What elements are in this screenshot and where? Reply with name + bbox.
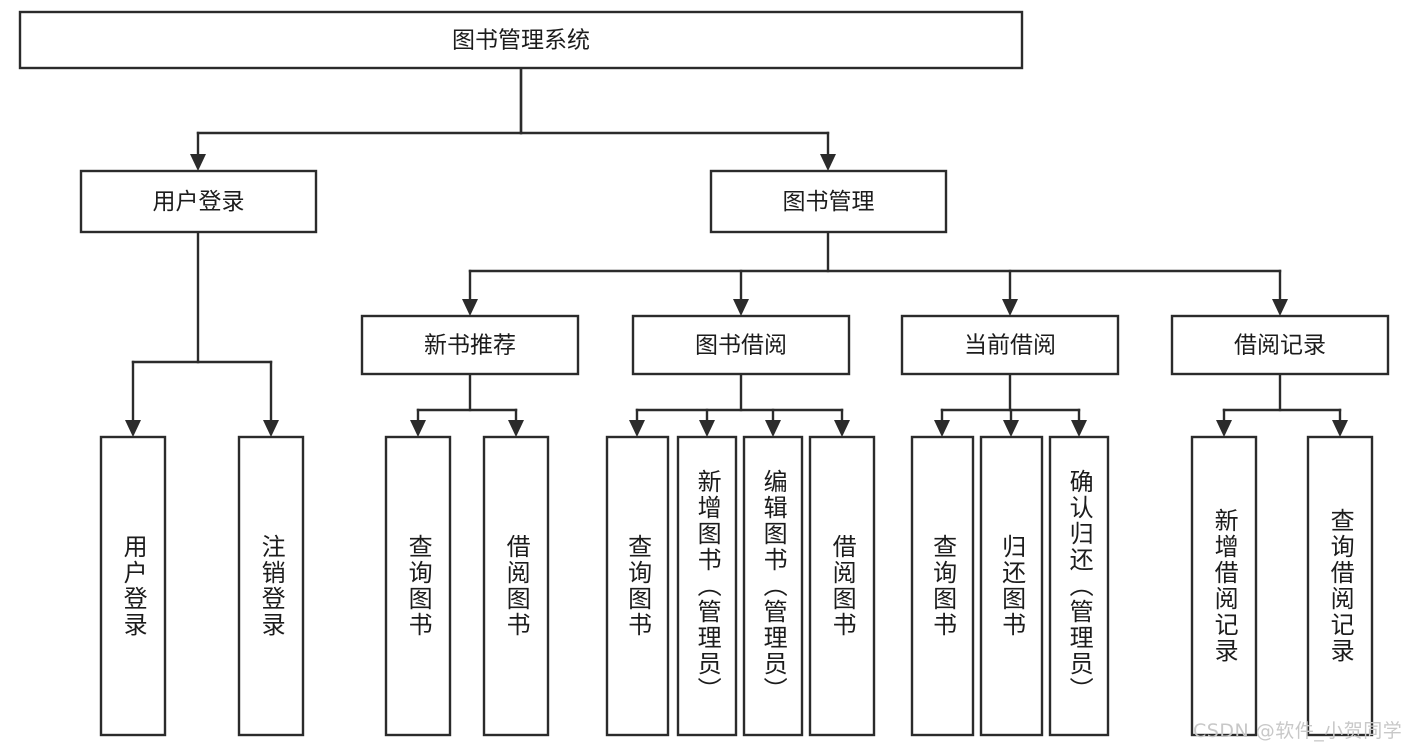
arrow-down-icon [934, 420, 950, 437]
node-label-root: 图书管理系统 [452, 28, 590, 54]
node-box-leaf-confirm-return[interactable] [1048, 435, 1110, 737]
node-box-leaf-query-book-current[interactable] [910, 435, 975, 737]
node-box-leaf-user-login[interactable] [99, 435, 167, 737]
node-box-leaf-return-book[interactable] [979, 435, 1044, 737]
node-label-user-login: 用户登录 [153, 189, 245, 215]
connector-lines [125, 66, 1348, 437]
node-label-book-borrow: 图书借阅 [695, 333, 787, 359]
arrow-down-icon [1272, 299, 1288, 316]
arrow-down-icon [765, 420, 781, 437]
node-box-leaf-query-book-rec[interactable] [384, 435, 452, 737]
node-label-current-borrow: 当前借阅 [964, 333, 1056, 359]
arrow-down-icon [1071, 420, 1087, 437]
arrow-down-icon [699, 420, 715, 437]
arrow-down-icon [1002, 299, 1018, 316]
node-box-book-borrow[interactable] [631, 314, 851, 376]
node-box-leaf-edit-book[interactable] [742, 435, 804, 737]
node-box-leaf-logout[interactable] [237, 435, 305, 737]
node-label-book-manage: 图书管理 [783, 189, 875, 215]
csdn-watermark: CSDN @软件_小贺同学 [1193, 720, 1403, 742]
arrow-down-icon [1216, 420, 1232, 437]
node-box-book-manage[interactable] [709, 169, 948, 234]
node-box-borrow-record[interactable] [1170, 314, 1390, 376]
arrow-down-icon [1003, 420, 1019, 437]
arrow-down-icon [508, 420, 524, 437]
node-box-root[interactable] [18, 10, 1024, 70]
arrow-down-icon [629, 420, 645, 437]
node-box-leaf-borrow-book[interactable] [808, 435, 876, 737]
node-box-leaf-borrow-book-rec[interactable] [482, 435, 550, 737]
arrow-down-icon [125, 420, 141, 437]
node-box-user-login[interactable] [79, 169, 318, 234]
arrow-down-icon [1332, 420, 1348, 437]
node-box-leaf-query-book-borrow[interactable] [605, 435, 670, 737]
node-box-current-borrow[interactable] [900, 314, 1120, 376]
arrow-down-icon [834, 420, 850, 437]
arrow-down-icon [410, 420, 426, 437]
arrow-down-icon [462, 299, 478, 316]
node-label-new-book-rec: 新书推荐 [424, 333, 516, 359]
node-box-new-book-rec[interactable] [360, 314, 580, 376]
node-label-borrow-record: 借阅记录 [1234, 333, 1326, 359]
node-boxes [18, 10, 1390, 737]
arrow-down-icon [733, 299, 749, 316]
arrow-down-icon [190, 154, 206, 171]
node-box-leaf-add-book[interactable] [676, 435, 738, 737]
arrow-down-icon [820, 154, 836, 171]
node-box-leaf-add-record[interactable] [1190, 435, 1258, 737]
node-box-leaf-query-record[interactable] [1306, 435, 1374, 737]
arrow-down-icon [263, 420, 279, 437]
